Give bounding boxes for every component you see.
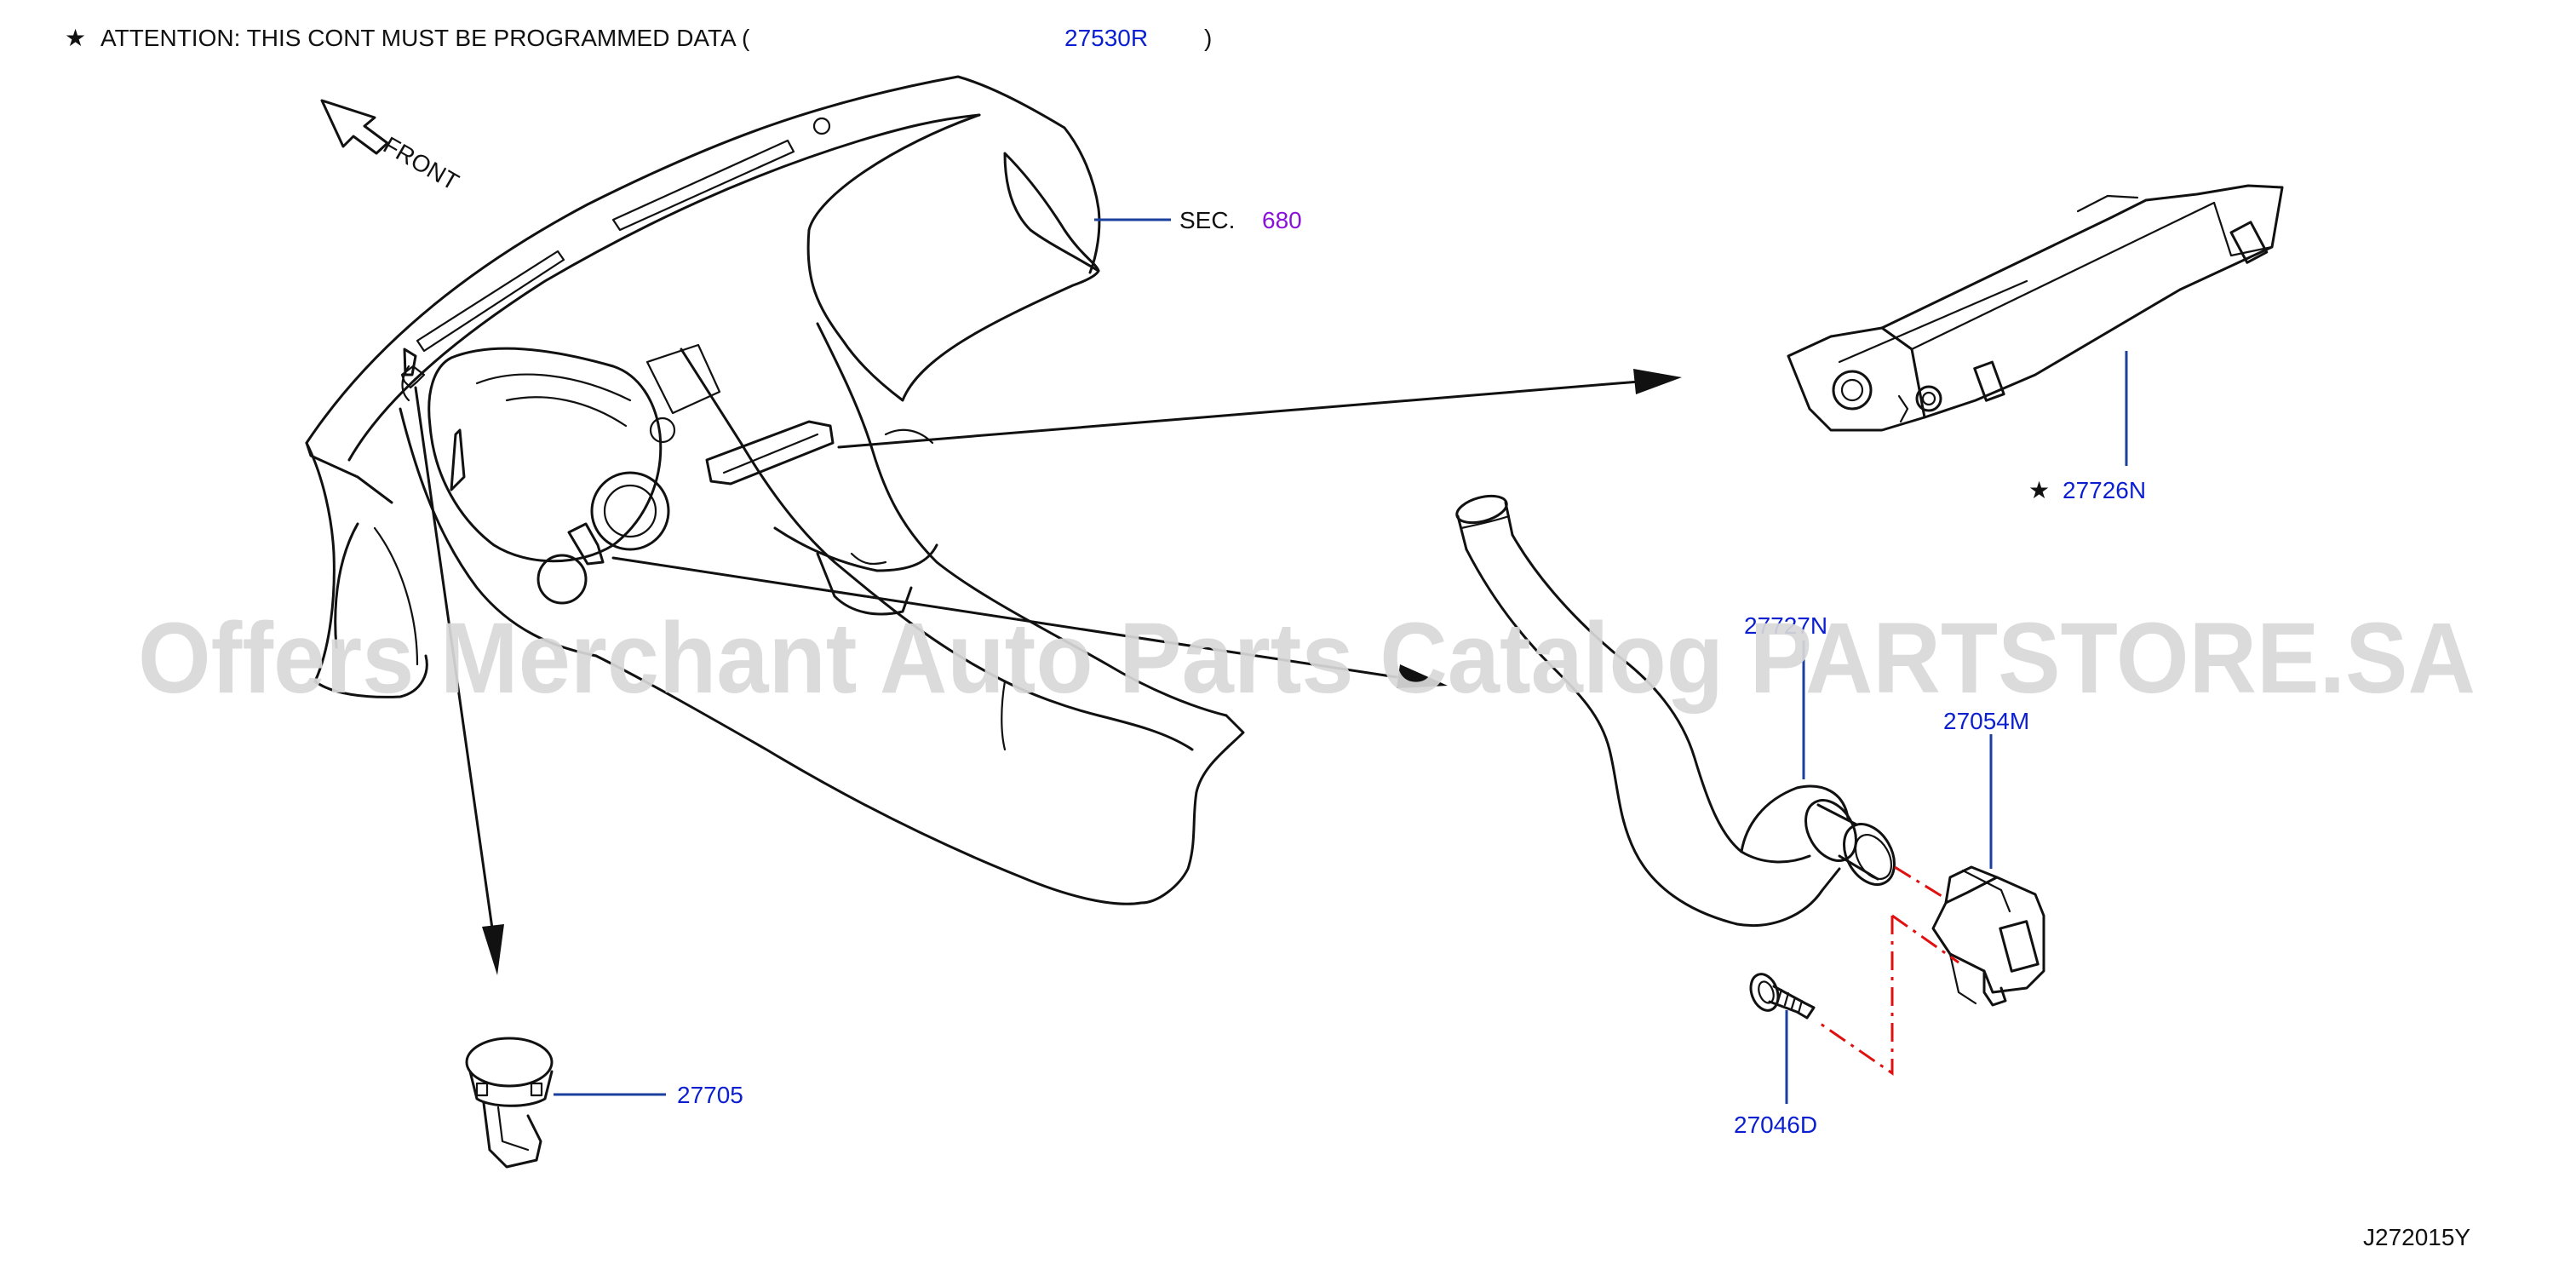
arrow-to-grommet (400, 365, 504, 975)
diagram-id: J272015Y (2363, 1224, 2470, 1250)
screw-part-number-link[interactable]: 27046D (1734, 1112, 1817, 1138)
controller-star: ★ (2028, 477, 2050, 503)
front-label: FRONT (379, 131, 463, 195)
screw-callout: 27046D (1734, 1010, 1817, 1138)
arrow-to-duct (611, 556, 1448, 688)
controller-mount-drawing (705, 420, 835, 485)
attention-star: ★ (65, 25, 86, 51)
sensor-drawing (1931, 865, 2045, 1007)
grommet-callout: 27705 (554, 1082, 743, 1108)
attention-close: ) (1204, 25, 1212, 51)
sensor-part-number-link[interactable]: 27054M (1943, 708, 2029, 734)
phantom-lines (1817, 865, 1959, 1076)
attention-header: ★ ATTENTION: THIS CONT MUST BE PROGRAMME… (65, 25, 1212, 51)
duct-drawing (1455, 494, 1896, 928)
watermark: Offers Merchant Auto Parts Catalog PARTS… (138, 602, 2476, 715)
section-reference: SEC. 680 (1094, 207, 1302, 233)
front-arrow-icon (320, 99, 389, 155)
attention-part-link[interactable]: 27530R (1064, 25, 1148, 51)
duct-part-number-link[interactable]: 27727N (1744, 612, 1827, 639)
arrow-to-controller (837, 369, 1682, 449)
grommet-drawing (465, 1037, 554, 1169)
arrow-head-icon (1397, 664, 1448, 688)
duct-callout: 27727N (1744, 612, 1827, 779)
instrument-panel-drawing (305, 75, 1245, 905)
controller-callout: ★ 27726N (2028, 351, 2146, 503)
screw-drawing (1749, 973, 1816, 1020)
arrow-head-icon (1633, 369, 1682, 394)
section-number-link[interactable]: 680 (1262, 207, 1302, 233)
section-prefix: SEC. (1179, 207, 1235, 233)
sensor-callout: 27054M (1943, 708, 2029, 869)
arrow-head-icon (482, 924, 504, 975)
attention-text: ATTENTION: THIS CONT MUST BE PROGRAMMED … (100, 25, 750, 51)
grommet-part-number-link[interactable]: 27705 (677, 1082, 743, 1108)
controller-unit-drawing (1787, 184, 2284, 432)
front-arrow: FRONT (320, 99, 463, 195)
controller-part-number-link[interactable]: 27726N (2063, 477, 2146, 503)
